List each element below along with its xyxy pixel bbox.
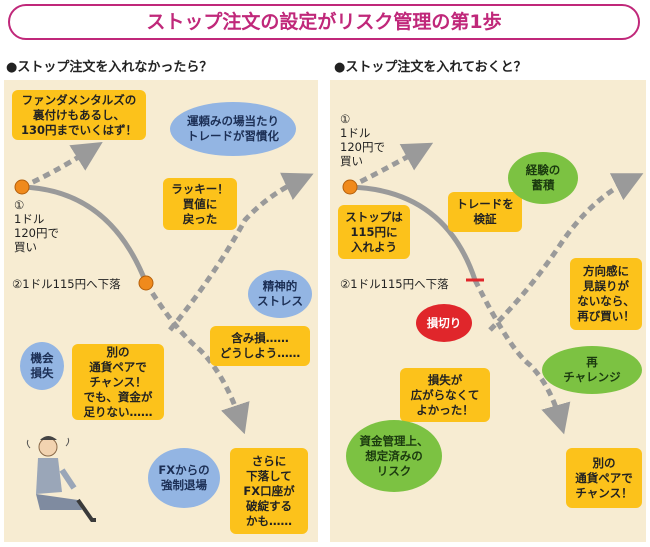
bubble-relief: 損失が 広がらなくて よかった！: [400, 368, 490, 422]
right-drop-label: ②1ドル115円へ下落: [340, 277, 449, 291]
bubble-losscut: 損切り: [416, 304, 472, 342]
left-start-label: ① 1ドル 120円で 買い: [14, 198, 59, 254]
bubble-stress: 精神的 ストレス: [248, 270, 312, 318]
left-recovery-dashed-path: [168, 172, 314, 332]
left-drop-label: ②1ドル115円へ下落: [12, 277, 121, 291]
left-rising-dashed-path: [21, 142, 103, 190]
right-falling-path: [349, 184, 478, 281]
dejected-person-illustration: [26, 436, 96, 522]
left-falling-path: [21, 184, 149, 284]
bubble-other-pair-chance: 別の 通貨ペアで チャンス！: [566, 448, 642, 508]
right-recovery-dashed-path: [488, 173, 644, 332]
bubble-lucky: ラッキー！ 買値に 戻った: [163, 178, 237, 230]
bubble-stop-at-115: ストップは 115円に 入れよう: [338, 205, 410, 259]
bubble-experience: 経験の 蓄積: [508, 152, 578, 204]
bubble-managed-risk: 資金管理上、 想定済みの リスク: [346, 420, 442, 492]
bubble-unrealized-loss: 含み損…… どうしよう……: [210, 326, 310, 366]
bubble-forced-exit: FXからの 強制退場: [148, 448, 220, 508]
bubble-further-drop: さらに 下落して FX口座が 破綻する かも……: [230, 448, 308, 534]
bubble-other-pair-no-funds: 別の 通貨ペアで チャンス！ でも、資金が 足りない……: [72, 344, 164, 420]
right-start-dot: [342, 179, 358, 195]
bubble-rechallenge: 再 チャレンジ: [542, 346, 642, 394]
page-title: ストップ注文の設定がリスク管理の第1歩: [8, 4, 640, 40]
right-heading: ●ストップ注文を入れておくと？: [334, 60, 527, 75]
bubble-opportunity-loss: 機会 損失: [20, 342, 64, 390]
left-drop-dot: [138, 275, 154, 291]
left-heading: ●ストップ注文を入れなかったら？: [6, 60, 213, 75]
bubble-habit: 運頼みの場当たり トレードが習慣化: [170, 102, 296, 156]
right-down-dashed-path: [472, 278, 571, 435]
bubble-buy-again: 方向感に 見誤りが ないなら、 再び買い！: [570, 258, 642, 330]
bubble-review-trade: トレードを 検証: [448, 192, 522, 232]
bubble-fundamentals: ファンダメンタルズの 裏付けもあるし、 130円までいくはず！: [12, 90, 146, 140]
left-down-dashed-path: [143, 281, 250, 435]
right-start-label: ① 1ドル 120円で 買い: [340, 112, 385, 168]
left-start-dot: [14, 179, 30, 195]
